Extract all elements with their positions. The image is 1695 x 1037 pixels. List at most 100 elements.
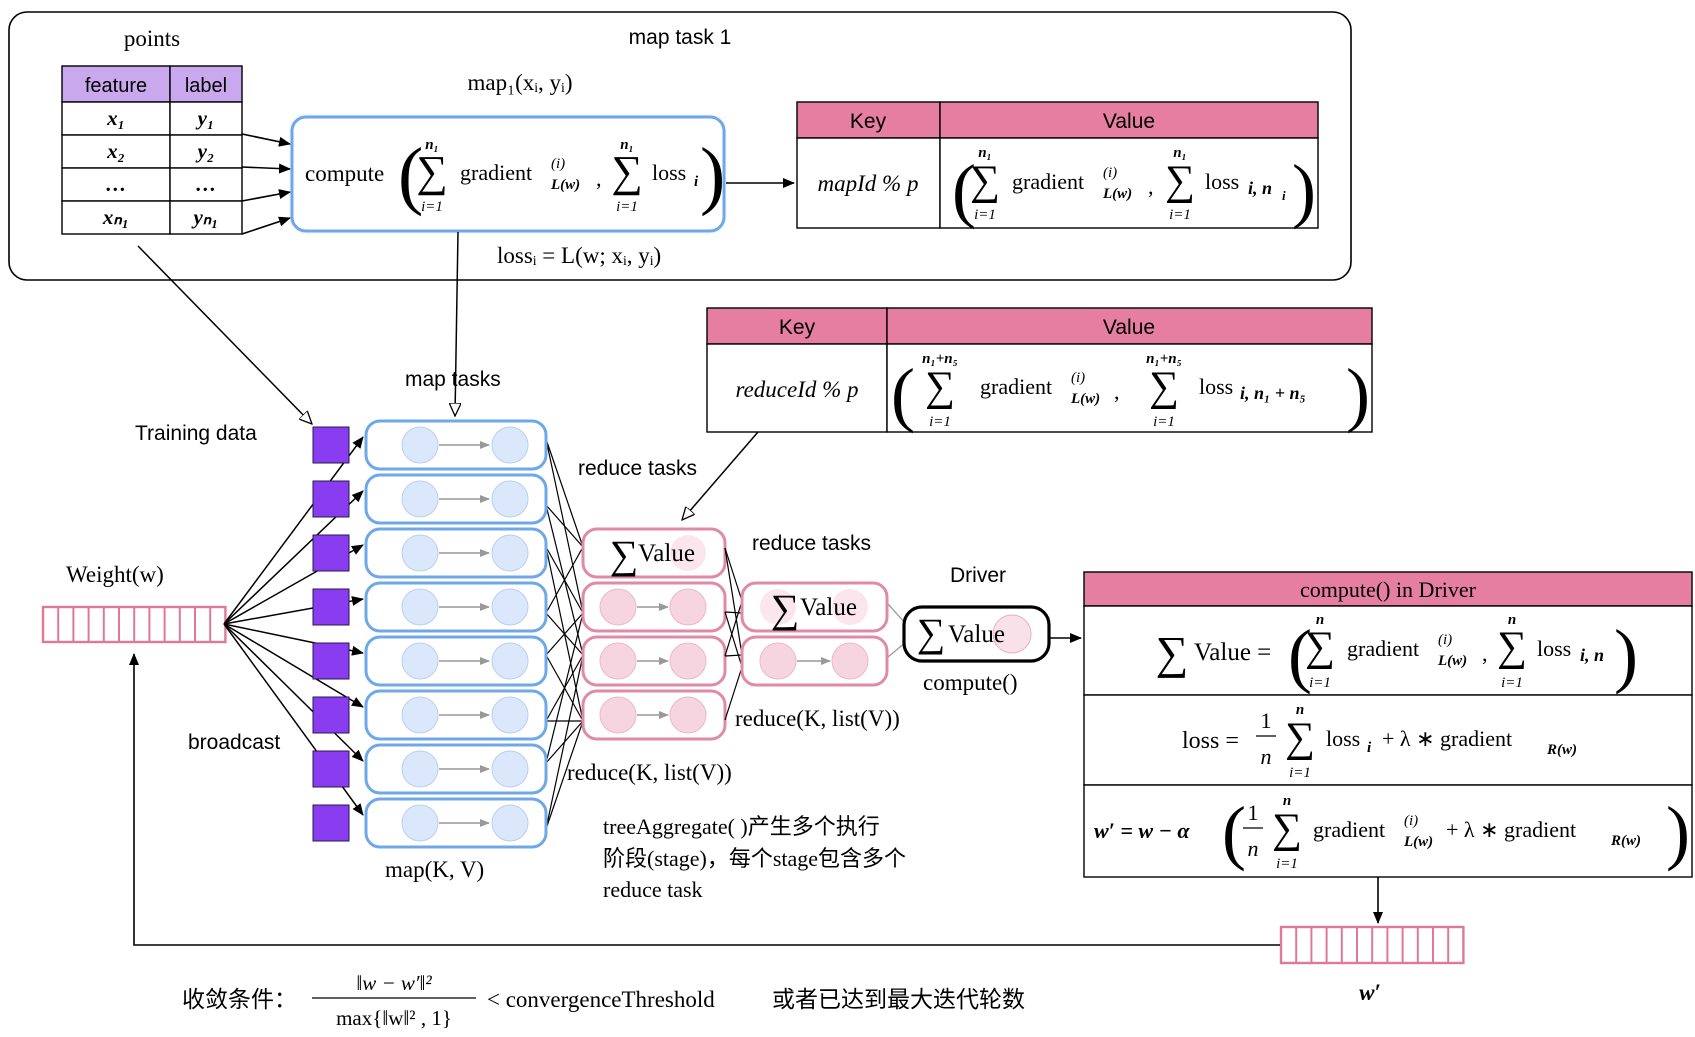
map1-function: map₁(xᵢ, yᵢ): [468, 70, 573, 95]
map-reduce-link: [545, 612, 584, 656]
feature-value: …: [106, 172, 127, 196]
label-cell: [169, 200, 243, 235]
kv1-loss: loss: [1205, 169, 1239, 194]
kv1-key: mapId % p: [818, 171, 919, 196]
sum2-sub: i: [694, 174, 699, 190]
training-data-label: Training data: [135, 422, 257, 445]
sum1-term: gradient: [460, 160, 532, 185]
kv2-value-header-cell: [886, 307, 1373, 345]
reduce2-agg-node: [832, 589, 868, 625]
driver-row-2: [1083, 694, 1693, 786]
arrow-row-4: [241, 216, 291, 235]
sum2-upper: n₁: [620, 137, 634, 153]
row1-sigma-2: ∑: [1497, 624, 1527, 670]
map-output-node: [491, 696, 529, 734]
kv-table-map: Key Value mapId % p ( n₁ ∑ i=1 gradient …: [796, 101, 1319, 230]
map-input-node: [401, 696, 439, 734]
driver-value: Value: [948, 621, 1005, 648]
compute-formula: compute ( n₁ ∑ i=1 gradient (i) L(w) , n…: [305, 133, 725, 217]
feature-cell: [61, 200, 171, 235]
feedback-arrow: [129, 653, 1280, 946]
map-input-node: [401, 534, 439, 572]
label-header-cell: [169, 65, 243, 103]
conv-frac-num: ‖w − w′‖²: [356, 971, 432, 995]
row3-lhs: w′ = w − α: [1094, 818, 1190, 843]
row1-left-paren: (: [1288, 615, 1312, 695]
kv2-key: reduceId % p: [735, 377, 858, 402]
row3-tail: + λ ∗ gradient: [1446, 817, 1576, 842]
kv2-to-reduce-arrow: [682, 431, 759, 520]
label-cell: [169, 167, 243, 202]
reduce-to-reduce-lines: [724, 547, 743, 721]
reduce2-sigma: ∑: [771, 586, 800, 631]
reduce-tasks-label-2: reduce tasks: [752, 532, 871, 555]
weight-label: Weight(w): [66, 562, 164, 587]
w-prime-label: w′: [1359, 980, 1381, 1005]
map-reduce-link: [545, 438, 584, 548]
sum2-term: loss: [652, 160, 686, 185]
reduce-stage-1: ∑Value: [581, 527, 727, 741]
driver-sigma: ∑: [917, 610, 946, 655]
row1-lower-2: i=1: [1501, 675, 1523, 691]
map-input-node: [401, 750, 439, 788]
sum1-upper: n₁: [425, 137, 439, 153]
training-square: [312, 588, 350, 626]
row2-sigma: ∑: [1285, 715, 1315, 761]
feature-value: x₁: [106, 106, 125, 130]
row2-frac-den: n: [1261, 744, 1272, 769]
row3-sigma: ∑: [1272, 806, 1302, 852]
reduce2-output-node: [831, 642, 869, 680]
left-paren: (: [398, 133, 423, 217]
broadcast-label: broadcast: [188, 731, 280, 754]
kv1-grad-sub: L(w): [1102, 186, 1132, 202]
compute-to-map-tasks-arrow: [455, 231, 458, 416]
map-to-reduce-lines: [545, 438, 584, 830]
kv2-grad-sup: (i): [1071, 370, 1085, 386]
row1-upper-1: n: [1316, 612, 1324, 628]
reduce2-value: Value: [800, 594, 857, 621]
reduce-tasks-label-1: reduce tasks: [578, 457, 697, 480]
convergence-condition: 收敛条件： ‖w − w′‖² max{‖w‖² , 1} < converge…: [182, 971, 1025, 1030]
kv2-upper-2: n₁+n₅: [1146, 351, 1182, 367]
row3-right-paren: ): [1666, 792, 1690, 872]
kv1-grad-sup: (i): [1103, 165, 1117, 181]
map-input-node: [401, 480, 439, 518]
kv1-value-cell: [939, 137, 1319, 229]
row2-lhs: loss =: [1182, 728, 1239, 754]
kv1-value-header-cell: [939, 101, 1319, 139]
kv2-loss: loss: [1199, 374, 1233, 399]
reduce2-faded-node: [760, 589, 796, 625]
row2-term: loss: [1326, 726, 1360, 751]
reduce1-input-node: [599, 588, 637, 626]
reduce1-sigma: ∑: [610, 532, 639, 577]
conv-or-text: 或者已达到最大迭代轮数: [772, 987, 1025, 1012]
table-to-compute-arrows: [241, 133, 291, 235]
row2-upper: n: [1296, 702, 1304, 718]
kv2-key-header: Key: [779, 316, 816, 339]
reduce1-input-node: [599, 642, 637, 680]
kv1-comma: ,: [1148, 174, 1154, 199]
kv2-comma: ,: [1114, 379, 1120, 404]
compute-box: [290, 115, 726, 233]
broadcast-arrow: [223, 623, 364, 708]
kv1-lower-1: i=1: [974, 207, 996, 223]
arrow-row-2: [241, 163, 291, 174]
kv1-n-sub: i: [1282, 188, 1286, 203]
feature-value: xₙ₁: [102, 205, 129, 229]
kv2-grad-sub: L(w): [1070, 391, 1100, 407]
compute-text: compute: [305, 161, 384, 186]
kv2-sigma-1: ∑: [925, 364, 955, 410]
row2-tail-sub: R(w): [1546, 742, 1577, 758]
kv2-left-paren: (: [891, 354, 915, 434]
label-value: y₂: [195, 139, 215, 163]
sum1-super: (i): [551, 156, 565, 172]
row3-lower: i=1: [1276, 856, 1298, 872]
points-to-training-arrow: [137, 245, 312, 424]
driver-row-1: [1083, 605, 1693, 696]
w-prime-vector: [1279, 925, 1465, 965]
kv1-value-header: Value: [1103, 110, 1155, 133]
reduce1-output-node: [669, 696, 707, 734]
reduce-reduce-link: [724, 547, 743, 656]
